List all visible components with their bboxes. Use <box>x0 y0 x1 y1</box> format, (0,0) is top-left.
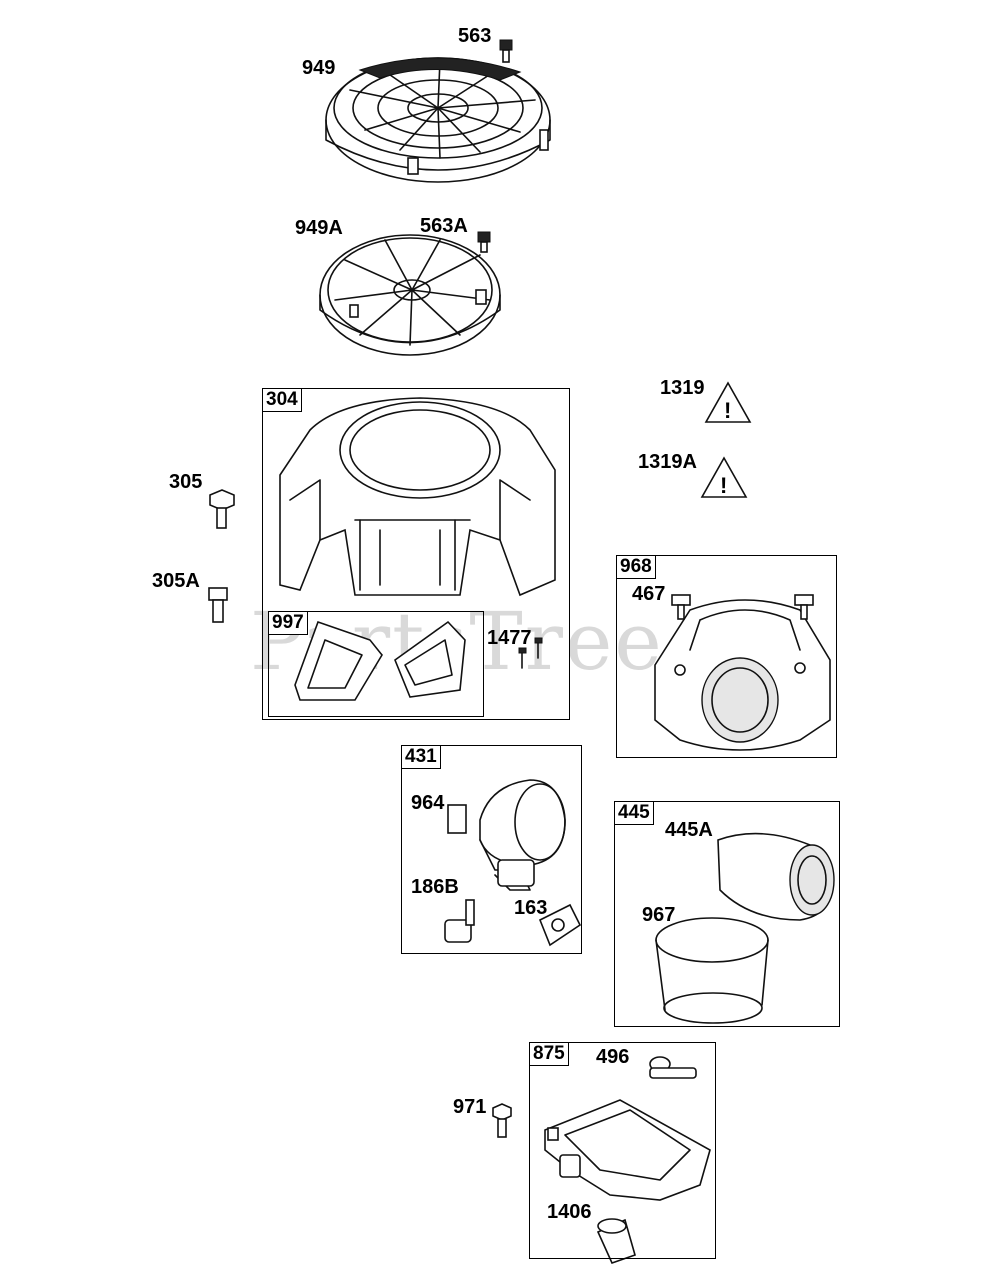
part-1477-screws-drawing <box>518 637 543 669</box>
label-186B[interactable]: 186B <box>411 876 459 898</box>
part-445A-filter-drawing <box>717 832 835 921</box>
part-964-sleeve-drawing <box>447 804 467 834</box>
part-875-bracket-drawing <box>544 1099 711 1201</box>
label-971[interactable]: 971 <box>453 1096 487 1118</box>
label-496[interactable]: 496 <box>596 1046 630 1068</box>
svg-text:!: ! <box>724 398 731 423</box>
label-949A[interactable]: 949A <box>295 217 343 239</box>
group-tag-997[interactable]: 997 <box>268 611 308 635</box>
part-968-cover-drawing <box>654 599 831 751</box>
part-563-bolt-drawing <box>499 39 513 63</box>
part-997-baffles-drawing <box>294 620 466 701</box>
part-563A-bolt-drawing <box>477 231 491 253</box>
part-971-bolt-drawing <box>492 1103 512 1138</box>
label-1477[interactable]: 1477 <box>487 627 532 649</box>
svg-text:!: ! <box>720 473 727 498</box>
label-967[interactable]: 967 <box>642 904 676 926</box>
part-967-prefilter-drawing <box>655 917 769 1024</box>
group-box-968: 968 <box>616 555 837 758</box>
label-949[interactable]: 949 <box>302 57 336 79</box>
group-box-997: 997 <box>268 611 484 717</box>
label-445A[interactable]: 445A <box>665 819 713 841</box>
group-tag-968[interactable]: 968 <box>616 555 656 579</box>
part-304-housing-drawing <box>279 397 556 597</box>
label-563[interactable]: 563 <box>458 25 492 47</box>
label-964[interactable]: 964 <box>411 792 445 814</box>
part-431-base-drawing <box>479 779 566 891</box>
part-949A-cover-drawing <box>319 234 501 356</box>
part-186B-fitting-drawing <box>444 899 475 943</box>
label-305[interactable]: 305 <box>169 471 203 493</box>
label-467[interactable]: 467 <box>632 583 666 605</box>
part-467-knob-drawing <box>671 594 814 620</box>
group-tag-445[interactable]: 445 <box>614 801 654 825</box>
label-1406[interactable]: 1406 <box>547 1201 592 1223</box>
part-496-clamp-drawing <box>649 1056 697 1079</box>
group-box-445: 445 <box>614 801 840 1027</box>
label-1319[interactable]: 1319 <box>660 377 705 399</box>
label-563A[interactable]: 563A <box>420 215 468 237</box>
group-box-431: 431 <box>401 745 582 954</box>
group-box-875: 875 <box>529 1042 716 1259</box>
part-1406-elbow-drawing <box>596 1218 636 1264</box>
part-949-grille-drawing <box>325 57 551 183</box>
label-1319A[interactable]: 1319A <box>638 451 697 473</box>
part-305-bolt-drawing <box>209 489 235 529</box>
part-305A-bolt-drawing <box>208 587 228 623</box>
group-tag-431[interactable]: 431 <box>401 745 441 769</box>
label-305A[interactable]: 305A <box>152 570 200 592</box>
group-box-304: 304 <box>262 388 570 720</box>
part-163-gasket-drawing <box>538 903 582 947</box>
label-163[interactable]: 163 <box>514 897 548 919</box>
group-tag-304[interactable]: 304 <box>262 388 302 412</box>
part-1319A-warning-drawing: ! <box>700 456 748 498</box>
part-1319-warning-drawing: ! <box>704 381 752 423</box>
group-tag-875[interactable]: 875 <box>529 1042 569 1066</box>
